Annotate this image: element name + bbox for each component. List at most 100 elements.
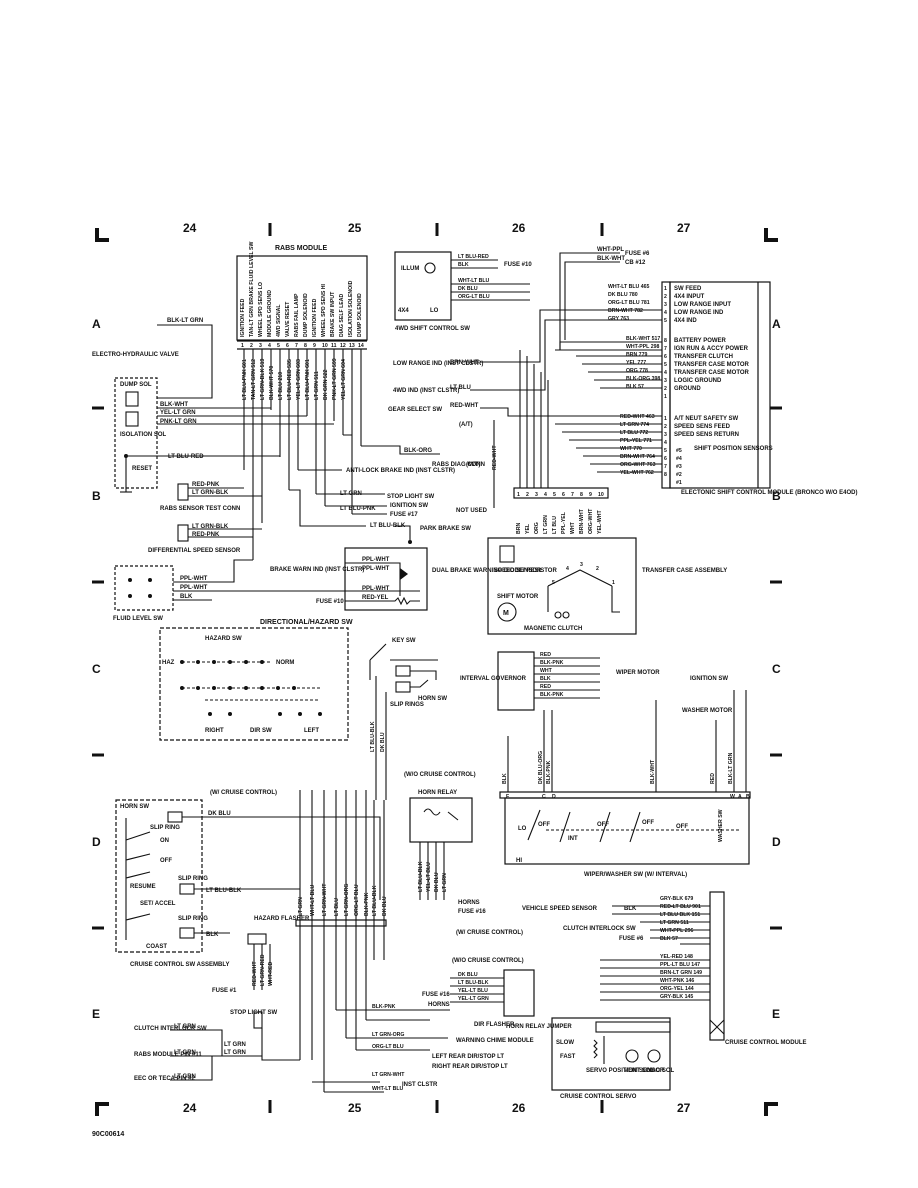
horn-relay-wire-label: YEL-LT BLU — [426, 862, 432, 892]
shift-mid-wire: BRN 779 — [626, 352, 647, 358]
washer-motor-label: WASHER MOTOR — [682, 708, 733, 714]
power-feed-wires — [559, 252, 620, 350]
wiper-connector-letter: B — [746, 794, 750, 800]
shift-low-pin: 4 — [664, 440, 667, 446]
shift-top-func: SW FEED — [674, 286, 702, 292]
cruise-module-wire-label: PPL-LT BLU 147 — [660, 962, 700, 968]
rabs-pin-number: 5 — [277, 343, 280, 349]
shift-motor-label: SHIFT MOTOR — [497, 594, 539, 600]
cb12-label: CB #12 — [625, 260, 646, 266]
wiper-motor-label: WIPER MOTOR — [616, 670, 660, 676]
rabs-pin-number: 4 — [268, 343, 271, 349]
shift-mid-pin: 2 — [664, 386, 667, 392]
switch-contact — [208, 712, 212, 716]
speed-sensor — [499, 545, 515, 563]
diode-symbol — [400, 568, 408, 580]
rabs-pin-label: RABS FAIL LAMP — [294, 293, 300, 337]
shift-top-wire: BRN-WHT 782 — [608, 308, 643, 314]
wire-label-red-pnk: RED-PNK — [192, 482, 220, 488]
isolation-sol-coil — [125, 411, 139, 427]
transfer-case-box — [487, 537, 637, 635]
row-label-a-right: A — [772, 317, 781, 331]
wiper-vertical-label: BLK-LT GRN — [728, 752, 734, 784]
interval-governor-box — [497, 651, 535, 711]
wire-label-lt-blu: LT BLU — [450, 385, 471, 391]
cruise-vertical-label: LT GRN-WHT — [322, 883, 328, 916]
bottom-wire-label: LT GRN-WHT — [372, 1072, 405, 1078]
servo-slow-label: SLOW — [556, 1040, 574, 1046]
slip-ring-lower — [395, 681, 411, 693]
horn-relay-box — [409, 797, 473, 843]
4wd-wires — [451, 259, 530, 301]
bottom-wire-label: ORG-LT BLU — [372, 1044, 404, 1050]
wire-label-lt-blu-blk-cruise: LT BLU-BLK — [206, 888, 242, 894]
vac-sol-label: VAC SOL — [648, 1068, 675, 1074]
wiper-connector — [499, 791, 751, 799]
shift-mid-wire: BLK 57 — [626, 384, 644, 390]
cruise-vertical-label: LT GRN-ORG — [344, 884, 350, 916]
fluid-contact — [148, 594, 152, 598]
corner-mark-top-left — [95, 228, 109, 242]
switch-contact — [318, 712, 322, 716]
shift-mid-pin: 5 — [664, 362, 667, 368]
fuse10-label: FUSE #10 — [316, 599, 344, 605]
transfer-connector-wire: LT BLU — [552, 516, 558, 534]
jumper-wire-label: YEL-LT BLU — [458, 988, 488, 994]
vent-sol-label: VENT SOL — [624, 1068, 654, 1074]
rabs-pin11-label: RABS MODULE PIN #11 — [134, 1052, 202, 1058]
shift-top-wire: GRY 763 — [608, 316, 629, 322]
fuse1-label: FUSE #1 — [212, 988, 237, 994]
cruise-module-wire-label: GRY-BLK 679 — [660, 896, 693, 902]
cruise-module-wire-label: WHT-PPL 296 — [660, 928, 693, 934]
cruise-sw-title: CRUISE CONTROL SW ASSEMBLY — [130, 962, 229, 968]
shift-top-wire: WHT-LT BLU 465 — [608, 284, 650, 290]
horn-relay-wire-label: DK BLU — [434, 872, 440, 892]
cruise-module-wire-label: GRY-BLK 145 — [660, 994, 693, 1000]
4wd-wire-label: DK BLU — [458, 286, 478, 292]
wiper-wire-label: BLK-PNK — [540, 692, 564, 698]
wire-label-ppl-wht-2: PPL-WHT — [180, 585, 208, 591]
4wd-fuse10-label: FUSE #10 — [504, 262, 532, 268]
rabs-pin-label: VALVE RESET — [285, 301, 291, 337]
right-label: RIGHT — [205, 728, 224, 734]
right-rear-label: RIGHT REAR DIR/STOP LT — [432, 1064, 508, 1070]
low-range-ind-label: LOW RANGE IND (INST CLSTR) — [393, 361, 483, 367]
jumper-wires — [450, 977, 504, 1003]
wire-label-lt-grn-ci: LT GRN — [174, 1024, 196, 1030]
servo-connector — [595, 1021, 671, 1033]
rabs-pin-label: DUMP SOLENOID — [303, 293, 309, 337]
directional-switch-box — [159, 627, 349, 741]
shift-mid-pin: 1 — [664, 394, 667, 400]
corner-mark-top-right — [764, 228, 778, 242]
vent-solenoid — [625, 1049, 639, 1063]
slip-ring-upper — [395, 665, 411, 677]
row-label-c-left: C — [92, 662, 101, 676]
cm-fuse6-label: FUSE #6 — [619, 936, 644, 942]
wiper-connector-letter: C — [542, 794, 546, 800]
shift-mid-pin: 3 — [664, 378, 667, 384]
brake-warn-wires — [330, 562, 420, 596]
park-brake-sw-label: PARK BRAKE SW — [420, 526, 471, 532]
jumper-wire-label: YEL-LT GRN — [458, 996, 489, 1002]
shift-low-wire: BRN-WHT 764 — [620, 454, 655, 460]
rabs-wire-label: PNK-LT GRN 599 — [332, 358, 338, 400]
rabs-pin-label: 4WD SIGNAL — [276, 304, 282, 337]
shift-top-pin: 3 — [664, 302, 667, 308]
wiper-off-label-4: OFF — [676, 824, 688, 830]
wire-label-lt-blu-blk-vert: LT BLU-BLK — [370, 721, 376, 752]
shift-top-pin: 5 — [664, 318, 667, 324]
wiper-vertical-label: BLK — [502, 773, 508, 784]
wire-blk-lt-grn — [157, 324, 213, 399]
transfer-connector-wire: YEL-WHT — [597, 510, 603, 534]
washer-sw-label: WASHER SW — [718, 809, 724, 842]
corner-mark-bottom-right — [764, 1102, 778, 1116]
not-used-label: NOT USED — [456, 508, 488, 514]
shift-top-func: 4X4 INPUT — [674, 294, 705, 300]
interval-governor-label: INTERVAL GOVERNOR — [460, 676, 527, 682]
